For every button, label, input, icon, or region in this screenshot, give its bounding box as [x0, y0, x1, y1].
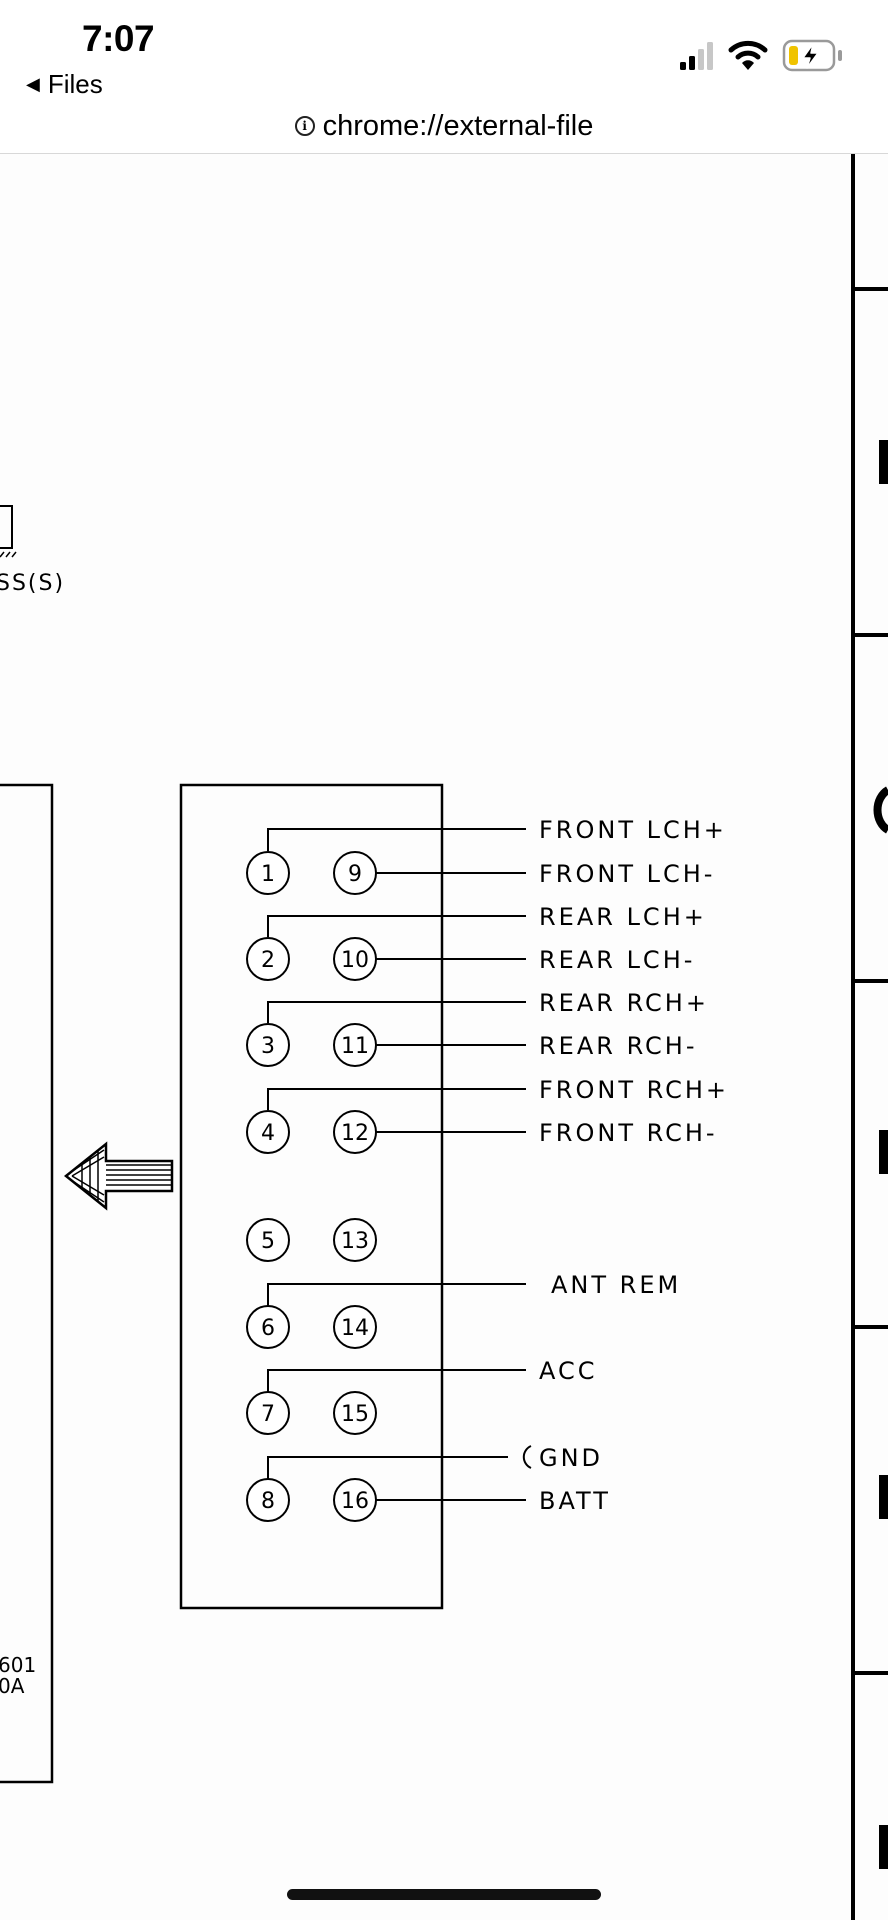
- back-triangle-icon: ◀: [26, 74, 40, 94]
- pin-number: 10: [341, 948, 369, 973]
- pin-circles: [246, 851, 377, 1522]
- status-icons: [680, 39, 842, 72]
- pin-number: 6: [261, 1316, 275, 1341]
- pin-14: [333, 1305, 377, 1349]
- back-to-files-link[interactable]: ◀ Files: [26, 69, 103, 100]
- signal-label-front-rch-plus: FRONT RCH+: [539, 1076, 729, 1104]
- pin-number: 9: [348, 862, 362, 887]
- pin-number: 11: [341, 1034, 369, 1059]
- signal-label-acc: ACC: [539, 1357, 598, 1385]
- signal-label-rear-rch-plus: REAR RCH+: [539, 989, 709, 1017]
- pin-number: 13: [341, 1229, 369, 1254]
- module-code-line2: 0A: [0, 1674, 25, 1698]
- pin-3: [246, 1023, 290, 1067]
- signal-label-gnd: GND: [539, 1444, 603, 1472]
- signal-label-front-lch-minus: FRONT LCH-: [539, 860, 715, 888]
- pin-number: 7: [261, 1402, 275, 1427]
- right-border-table: [851, 154, 888, 1920]
- toolbar-divider: [0, 153, 888, 154]
- pin-8: [246, 1478, 290, 1522]
- pdf-document-view[interactable]: SS(S) 601 0A: [0, 154, 888, 1920]
- cellular-signal-icon: [680, 42, 713, 70]
- pin-4: [246, 1110, 290, 1154]
- pin-1: [246, 851, 290, 895]
- pin-number: 16: [341, 1489, 369, 1514]
- insertion-arrow-icon: [63, 1141, 174, 1211]
- back-link-label: Files: [47, 69, 103, 99]
- signal-label-rear-lch-minus: REAR LCH-: [539, 946, 695, 974]
- signal-labels: FRONT LCH+ FRONT LCH- REAR LCH+ REAR LCH…: [539, 816, 729, 1515]
- home-indicator[interactable]: [287, 1889, 601, 1900]
- connector-outline: [179, 783, 444, 1610]
- pin-6: [246, 1305, 290, 1349]
- signal-label-front-lch-plus: FRONT LCH+: [539, 816, 727, 844]
- pin-12: [333, 1110, 377, 1154]
- pin-number: 1: [261, 862, 275, 887]
- pin-2: [246, 937, 290, 981]
- signal-label-batt: BATT: [539, 1487, 611, 1515]
- chassis-symbol-fragment: [0, 505, 17, 558]
- pin-11: [333, 1023, 377, 1067]
- pin-number: 3: [261, 1034, 275, 1059]
- pin-16: [333, 1478, 377, 1522]
- pin-number: 8: [261, 1489, 275, 1514]
- left-module-box: [0, 783, 54, 1784]
- pin-13: [333, 1218, 377, 1262]
- signal-label-rear-rch-minus: REAR RCH-: [539, 1032, 698, 1060]
- signal-label-rear-lch-plus: REAR LCH+: [539, 903, 707, 931]
- wifi-icon: [728, 40, 768, 70]
- chassis-label-fragment: SS(S): [0, 571, 65, 596]
- signal-label-front-rch-minus: FRONT RCH-: [539, 1119, 718, 1147]
- pin-number: 2: [261, 948, 275, 973]
- pin-15: [333, 1391, 377, 1435]
- connector-wires: [267, 828, 532, 1501]
- right-border-partial-glyphs: [873, 440, 888, 1869]
- status-bar: 7:07 ◀ Files: [0, 0, 888, 110]
- pin-number: 12: [341, 1121, 369, 1146]
- address-bar[interactable]: i chrome://external-file: [0, 100, 888, 152]
- module-code-line1: 601: [0, 1653, 36, 1677]
- signal-label-ant-rem: ANT REM: [551, 1271, 681, 1299]
- pin-10: [333, 937, 377, 981]
- info-icon[interactable]: i: [294, 116, 315, 136]
- status-time: 7:07: [82, 18, 155, 59]
- url-text[interactable]: chrome://external-file: [322, 109, 594, 142]
- pin-7: [246, 1391, 290, 1435]
- pin-number: 15: [341, 1402, 369, 1427]
- pin-number: 5: [261, 1229, 275, 1254]
- pin-numbers: 1 2 3 4 5 6 7 8 9 10 11 12 13 14 15 16: [261, 862, 369, 1514]
- battery-charging-icon: [782, 39, 842, 72]
- pin-9: [333, 851, 377, 895]
- pin-number: 14: [341, 1316, 369, 1341]
- pin-5: [246, 1218, 290, 1262]
- wiring-schematic: SS(S) 601 0A: [0, 154, 888, 1920]
- pin-number: 4: [261, 1121, 275, 1146]
